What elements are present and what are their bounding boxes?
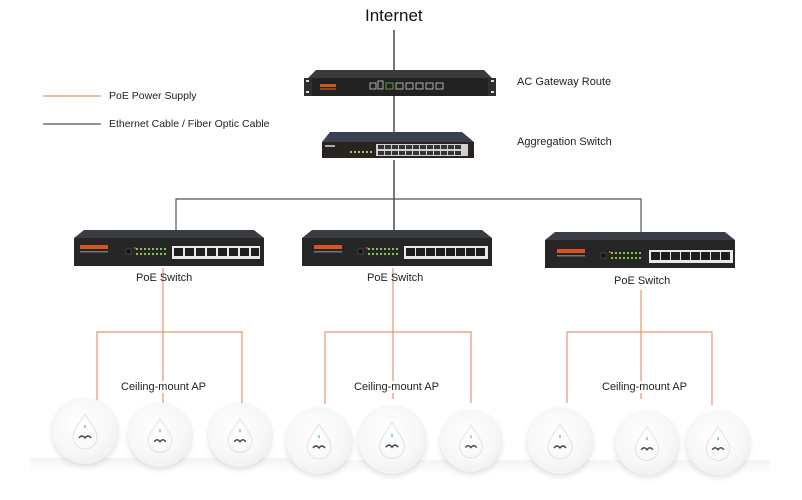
ap-group-2-label: Ceiling-mount AP bbox=[352, 381, 441, 393]
ap-group-1-label: Ceiling-mount AP bbox=[119, 381, 208, 393]
ceiling-ap-3-3 bbox=[686, 411, 750, 475]
poe-switch-1-label: PoE Switch bbox=[136, 272, 193, 284]
poe-branch-2 bbox=[324, 331, 472, 404]
trunk-cable bbox=[175, 198, 642, 236]
ceiling-ap-2-2 bbox=[358, 406, 426, 474]
poe-branch-3 bbox=[566, 331, 713, 405]
ap-logo-icon bbox=[459, 424, 483, 459]
ceiling-ap-2-3 bbox=[440, 410, 502, 472]
aggregation-switch-label: Aggregation Switch bbox=[517, 136, 612, 148]
internet-label: Internet bbox=[365, 6, 423, 25]
ceiling-ap-1-3 bbox=[208, 403, 272, 467]
ceiling-ap-3-2 bbox=[615, 411, 679, 475]
ceiling-ap-2-1 bbox=[286, 408, 352, 474]
ap-logo-icon bbox=[547, 423, 573, 460]
legend-ethernet-label: Ethernet Cable / Fiber Optic Cable bbox=[109, 118, 270, 130]
poe-switch-3-label: PoE Switch bbox=[614, 275, 671, 287]
aggregation-switch-device-icon bbox=[322, 132, 474, 158]
poe-switch-2-label: PoE Switch bbox=[367, 272, 424, 284]
ap-logo-icon bbox=[147, 417, 173, 453]
ap-logo-icon bbox=[72, 413, 98, 450]
gateway-label: AC Gateway Route bbox=[517, 76, 612, 88]
ceiling-ap-3-1 bbox=[527, 408, 593, 474]
ceiling-ap-1-1 bbox=[52, 398, 118, 464]
ap-logo-icon bbox=[227, 417, 253, 453]
poe-switch-1-device-icon bbox=[74, 230, 264, 266]
ap-logo-icon bbox=[705, 425, 731, 461]
ceiling-ap-1-2 bbox=[128, 403, 192, 467]
poe-switch-3-device-icon bbox=[545, 232, 735, 268]
ap-logo-icon bbox=[306, 423, 332, 460]
ac-gateway-device-icon bbox=[304, 70, 496, 96]
ap-logo-icon bbox=[379, 421, 405, 459]
ap-logo-icon bbox=[634, 425, 660, 461]
poe-switch-2-device-icon bbox=[302, 230, 492, 266]
legend-poe-label: PoE Power Supply bbox=[109, 90, 197, 102]
poe-branch-1 bbox=[96, 331, 243, 403]
ap-group-3-label: Ceiling-mount AP bbox=[600, 381, 689, 393]
